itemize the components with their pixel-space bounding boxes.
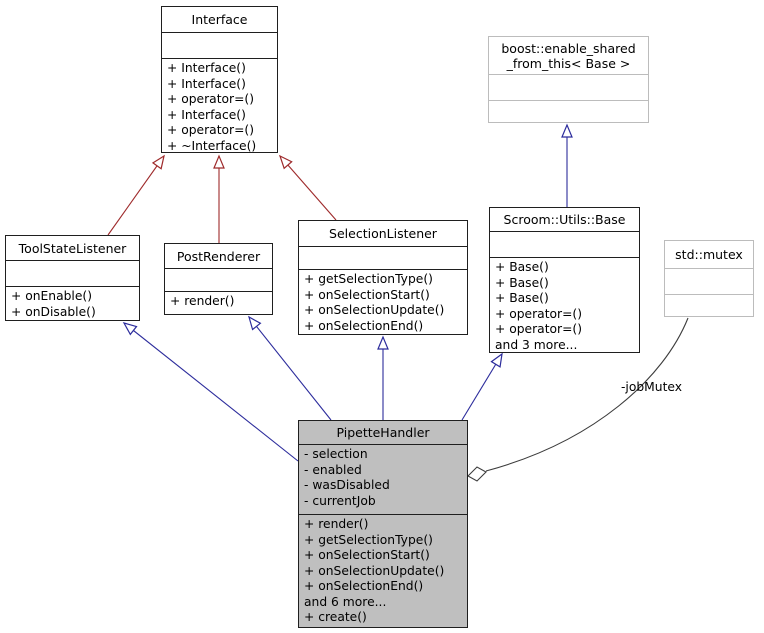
class-attributes [489,74,648,100]
class-methods: + Interface()+ Interface()+ operator=()+… [162,58,277,154]
member-row: + onSelectionUpdate() [304,563,445,578]
class-node-postrenderer[interactable]: PostRenderer + render() [164,243,273,315]
member-row: + Base() [495,260,549,274]
class-attributes [6,260,139,286]
member-row: + Interface() [167,61,246,75]
member-row: + operator=() [495,306,582,321]
inheritance-edge-pipettehandler-postrenderer [248,315,332,421]
member-row: + onSelectionEnd() [304,318,424,333]
class-node-boost-enable-shared-from-this[interactable]: boost::enable_shared _from_this< Base > [488,36,649,123]
member-row: + Interface() [167,76,246,91]
member-row: + operator=() [167,123,254,137]
member-row: and 6 more... [304,594,387,609]
class-title: PipetteHandler [336,425,430,440]
member-row: + render() [170,294,235,308]
class-methods: + Base()+ Base()+ Base()+ operator=()+ o… [490,257,639,353]
class-methods: + render()+ getSelectionType()+ onSelect… [299,514,467,629]
class-methods: + render() [165,291,272,316]
edge-label-jobmutex: -jobMutex [621,380,683,394]
member-row: + onDisable() [11,304,96,319]
class-title: SelectionListener [329,226,437,241]
inheritance-edge-pipettehandler-toolstatelistener [122,322,299,462]
member-row: + onSelectionEnd() [304,579,424,593]
class-methods: + getSelectionType()+ onSelectionStart()… [299,269,467,336]
member-row: + Interface() [167,107,246,122]
member-row: and 3 more... [495,337,578,352]
class-attributes [665,268,753,294]
class-title: Scroom::Utils::Base [503,212,626,227]
class-attributes [490,231,639,257]
class-attributes [299,246,467,269]
member-row: + create() [304,610,367,624]
member-row: + onSelectionStart() [304,548,430,562]
class-node-scroom-utils-base[interactable]: Scroom::Utils::Base + Base()+ Base()+ Ba… [489,207,640,353]
class-title: boost::enable_shared _from_this< Base > [501,40,636,71]
inheritance-edge-toolstatelistener-interface [107,154,165,236]
member-row: + ~Interface() [167,138,257,153]
inheritance-edge-pipettehandler-scroomutilsbase [461,352,503,421]
class-node-pipettehandler[interactable]: PipetteHandler - selection- enabled- was… [298,420,468,628]
class-methods: + onEnable()+ onDisable() [6,286,139,322]
open-diamond-jobmutex [467,466,487,482]
class-node-toolstatelistener[interactable]: ToolStateListener + onEnable()+ onDisabl… [5,235,140,321]
class-node-interface[interactable]: Interface + Interface()+ Interface()+ op… [161,6,278,153]
class-methods [489,100,648,124]
member-row: + render() [304,517,369,531]
member-row: - enabled [304,462,362,477]
class-title: ToolStateListener [18,240,127,256]
member-row: - selection [304,447,368,461]
class-attributes: - selection- enabled- wasDisabled- curre… [299,444,467,514]
member-row: + onSelectionUpdate() [304,303,445,317]
member-row: + Base() [495,275,549,290]
member-row: + Base() [495,291,549,305]
member-row: + operator=() [167,92,254,106]
member-row: - currentJob [304,493,376,508]
class-methods [665,294,753,317]
member-row: + getSelectionType() [304,532,433,547]
class-node-selectionlistener[interactable]: SelectionListener + getSelectionType()+ … [298,220,468,335]
class-attributes [162,32,277,58]
member-row: - wasDisabled [304,478,390,492]
class-title: Interface [191,12,248,27]
usage-edge-jobmutex [485,317,689,472]
class-attributes [165,268,272,291]
class-node-std-mutex[interactable]: std::mutex [664,240,754,317]
member-row: + onSelectionStart() [304,287,430,302]
member-row: + operator=() [495,322,582,336]
inheritance-edge-selectionlistener-interface [278,154,337,221]
class-title: std::mutex [675,247,743,262]
member-row: + onEnable() [11,289,93,303]
class-title: PostRenderer [176,248,261,264]
member-row: + getSelectionType() [304,272,433,286]
